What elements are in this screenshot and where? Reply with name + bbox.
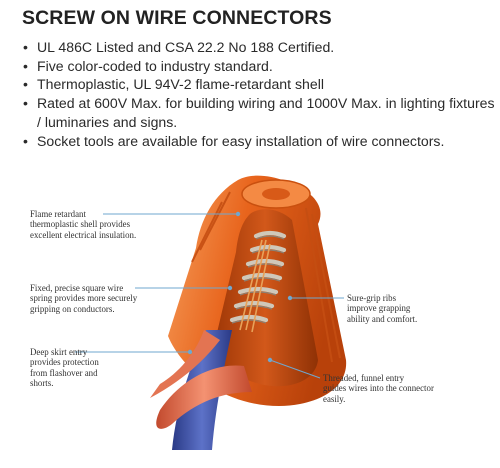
annotation-spring: Fixed, precise square wire spring provid… [30, 283, 138, 314]
feature-item: Thermoplastic, UL 94V-2 flame-retardant … [22, 75, 495, 94]
feature-item: Rated at 600V Max. for building wiring a… [22, 94, 495, 131]
feature-item: Five color-coded to industry standard. [22, 57, 495, 76]
leader-dots [187, 211, 293, 363]
leader-lines [75, 213, 344, 379]
red-wire-lower [150, 330, 220, 398]
red-wire [156, 365, 252, 429]
annotation-sure-grip-ribs: Sure-grip ribs improve grapping ability … [347, 293, 418, 324]
annotation-deep-skirt: Deep skirt entry provides protection fro… [30, 347, 99, 388]
feature-list: UL 486C Listed and CSA 22.2 No 188 Certi… [22, 38, 495, 150]
feature-item: Socket tools are available for easy inst… [22, 132, 495, 151]
grip-ribs [191, 191, 341, 363]
annotation-flame-retardant: Flame retardant thermoplastic shell prov… [30, 209, 137, 240]
cap-center [262, 188, 290, 200]
connector-cutaway [212, 209, 318, 387]
annotation-funnel-entry: Threaded, funnel entry guides wires into… [323, 373, 434, 404]
page-title: SCREW ON WIRE CONNECTORS [22, 7, 332, 29]
copper-strands [239, 239, 271, 333]
feature-item: UL 486C Listed and CSA 22.2 No 188 Certi… [22, 38, 495, 57]
